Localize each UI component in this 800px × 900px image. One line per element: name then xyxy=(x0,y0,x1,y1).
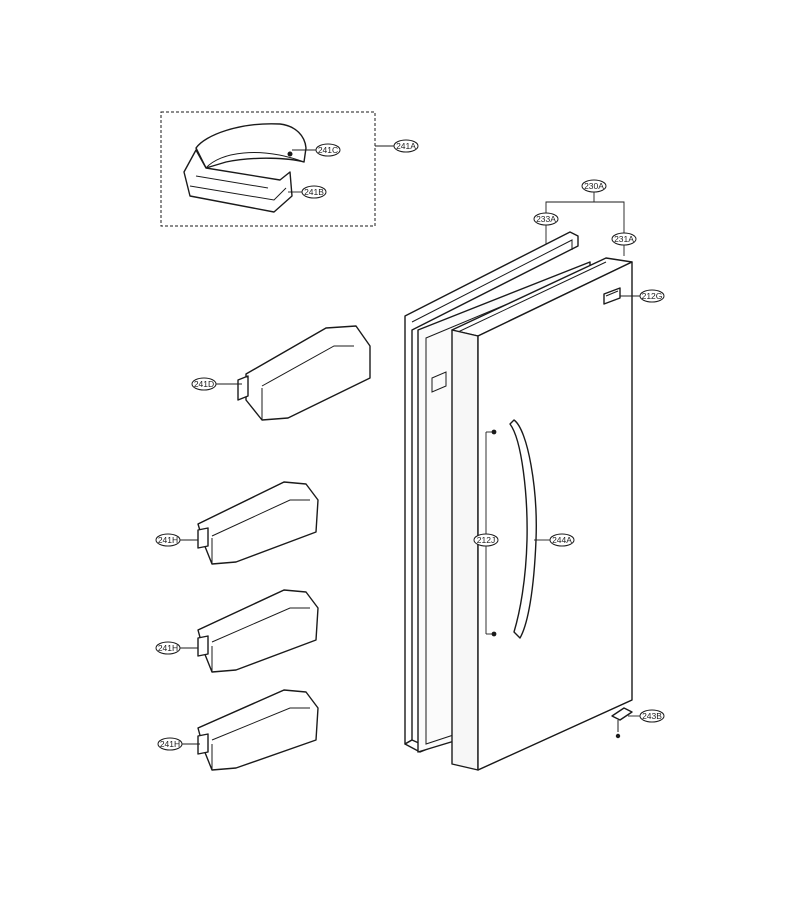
handle-screws xyxy=(485,429,497,637)
assembly-dashed-box xyxy=(160,111,376,227)
svg-text:241C: 241C xyxy=(318,145,338,155)
door-bin-241h-2 xyxy=(197,589,319,673)
door-handle xyxy=(509,419,537,639)
svg-text:212J: 212J xyxy=(477,535,495,545)
svg-text:212G: 212G xyxy=(642,291,663,301)
svg-text:244A: 244A xyxy=(552,535,572,545)
door-bin-241h-3 xyxy=(197,689,319,771)
callout-241h-3: 241H xyxy=(157,737,183,751)
svg-text:233A: 233A xyxy=(536,214,556,224)
door-foam-assembly xyxy=(451,257,633,771)
callout-241d: 241D xyxy=(191,377,217,391)
door-bin-241d xyxy=(237,325,371,421)
door-bin-241h-1 xyxy=(197,481,319,565)
callout-241h-2: 241H xyxy=(155,641,181,655)
svg-text:243B: 243B xyxy=(642,711,662,721)
callout-212g: 212G xyxy=(639,289,665,303)
svg-text:241H: 241H xyxy=(158,535,178,545)
callout-241a: 241A xyxy=(393,139,419,153)
callout-243b: 243B xyxy=(639,709,665,723)
dairy-bin-assembly xyxy=(160,111,376,227)
callout-230a: 230A xyxy=(581,179,607,193)
callout-241b: 241B xyxy=(301,185,327,199)
callout-212j: 212J xyxy=(473,533,499,547)
callout-244a: 244A xyxy=(549,533,575,547)
dairy-bin-tray xyxy=(183,149,293,213)
callout-241c: 241C xyxy=(315,143,341,157)
svg-text:231A: 231A xyxy=(614,234,634,244)
leader-lines xyxy=(180,145,640,745)
door-trim-212g xyxy=(603,287,621,305)
svg-text:241H: 241H xyxy=(158,643,178,653)
callout-241h-1: 241H xyxy=(155,533,181,547)
svg-text:241H: 241H xyxy=(160,739,180,749)
callout-231a: 231A xyxy=(611,232,637,246)
svg-text:241A: 241A xyxy=(396,141,416,151)
callout-233a: 233A xyxy=(533,212,559,226)
dairy-bin-cover xyxy=(195,123,307,169)
svg-text:230A: 230A xyxy=(584,181,604,191)
svg-text:241B: 241B xyxy=(304,187,324,197)
door-hinge-243b xyxy=(611,707,633,739)
svg-text:241D: 241D xyxy=(194,379,214,389)
